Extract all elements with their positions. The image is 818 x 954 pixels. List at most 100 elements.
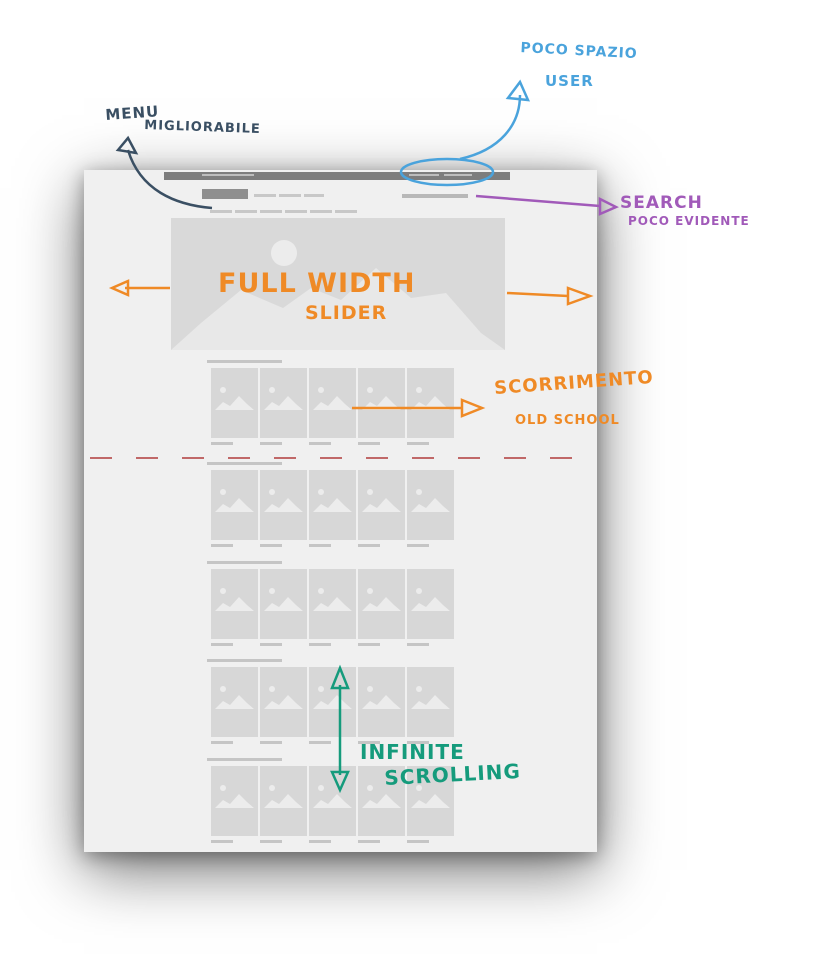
menu-item[interactable]	[260, 210, 282, 213]
thumbnail-caption	[260, 643, 282, 646]
infinite-note-line1: INFINITE	[360, 740, 465, 764]
thumbnail[interactable]	[211, 766, 258, 836]
arrow-head-icon	[108, 279, 130, 297]
image-placeholder-icon	[215, 588, 254, 611]
search-note-line2: POCO EVIDENTE	[628, 214, 750, 228]
arrow-head-icon	[566, 286, 594, 306]
thumbnail[interactable]	[211, 470, 258, 540]
arrow-head-icon	[598, 196, 619, 216]
image-placeholder-icon	[264, 387, 303, 410]
thumbnail-caption	[260, 544, 282, 547]
image-placeholder-icon	[362, 785, 401, 808]
thumbnail[interactable]	[309, 470, 356, 540]
thumbnail-caption	[260, 442, 282, 445]
logo[interactable]	[202, 189, 248, 199]
thumbnail[interactable]	[260, 470, 307, 540]
thumbnail[interactable]	[358, 470, 405, 540]
thumbnail[interactable]	[358, 569, 405, 639]
thumbnail-caption	[211, 442, 233, 445]
thumbnail-caption	[309, 442, 331, 445]
menu-item[interactable]	[335, 210, 357, 213]
header-link[interactable]	[304, 194, 324, 197]
image-placeholder-icon	[411, 489, 450, 512]
thumbnail-caption	[260, 840, 282, 843]
thumbnail-caption	[358, 643, 380, 646]
thumbnail-caption	[211, 840, 233, 843]
image-placeholder-icon	[215, 686, 254, 709]
thumbnail[interactable]	[407, 667, 454, 737]
thumbnail-caption	[260, 741, 282, 744]
arrow-head-icon	[115, 135, 139, 155]
image-placeholder-icon	[313, 785, 352, 808]
slider-right-arrow	[506, 291, 569, 298]
thumbnail[interactable]	[358, 667, 405, 737]
slider-note-line1: FULL WIDTH	[218, 268, 416, 299]
image-placeholder-icon	[362, 686, 401, 709]
row-title	[207, 462, 282, 465]
thumbnail[interactable]	[358, 766, 405, 836]
thumbnail-caption	[211, 544, 233, 547]
top-bar	[164, 172, 510, 180]
thumbnail[interactable]	[358, 368, 405, 438]
thumbnail[interactable]	[260, 766, 307, 836]
thumbnail-caption	[211, 643, 233, 646]
thumbnail-caption	[309, 643, 331, 646]
menu-item[interactable]	[310, 210, 332, 213]
thumbnail[interactable]	[260, 368, 307, 438]
image-placeholder-icon	[411, 785, 450, 808]
image-placeholder-icon	[264, 489, 303, 512]
thumbnail[interactable]	[260, 569, 307, 639]
slider-note-line2: SLIDER	[305, 302, 388, 324]
row-title	[207, 758, 282, 761]
image-placeholder-icon	[171, 240, 505, 350]
scroll-note-line2: OLD SCHOOL	[515, 413, 620, 428]
thumbnail[interactable]	[407, 368, 454, 438]
arrow-head-icon	[505, 79, 531, 102]
thumbnail[interactable]	[407, 766, 454, 836]
menu-item[interactable]	[235, 210, 257, 213]
image-placeholder-icon	[264, 686, 303, 709]
user-link[interactable]	[409, 174, 439, 176]
thumbnail-caption	[309, 840, 331, 843]
thumbnail-caption	[309, 741, 331, 744]
header-link[interactable]	[254, 194, 276, 197]
thumbnail[interactable]	[309, 667, 356, 737]
menu-item[interactable]	[285, 210, 307, 213]
wireframe-page	[84, 170, 597, 852]
thumbnail[interactable]	[309, 368, 356, 438]
thumbnail-caption	[407, 544, 429, 547]
thumbnail[interactable]	[407, 470, 454, 540]
image-placeholder-icon	[313, 489, 352, 512]
image-placeholder-icon	[215, 387, 254, 410]
thumbnail[interactable]	[309, 569, 356, 639]
header-link[interactable]	[279, 194, 301, 197]
search-bar[interactable]	[402, 194, 468, 198]
search-arrow	[475, 194, 601, 208]
image-placeholder-icon	[313, 588, 352, 611]
thumbnail[interactable]	[260, 667, 307, 737]
thumbnail[interactable]	[211, 569, 258, 639]
thumbnail-caption	[309, 544, 331, 547]
arrow-head-icon	[330, 770, 350, 794]
thumbnail[interactable]	[407, 569, 454, 639]
hero-slider[interactable]	[171, 218, 505, 350]
image-placeholder-icon	[362, 489, 401, 512]
thumbnail[interactable]	[211, 368, 258, 438]
image-placeholder-icon	[411, 588, 450, 611]
menu-item[interactable]	[210, 210, 232, 213]
top-bar-link[interactable]	[202, 174, 254, 176]
thumbnail[interactable]	[211, 667, 258, 737]
menu-arrow	[126, 149, 213, 210]
thumbnail[interactable]	[309, 766, 356, 836]
image-placeholder-icon	[313, 686, 352, 709]
thumbnail-caption	[358, 442, 380, 445]
user-link[interactable]	[444, 174, 472, 176]
image-placeholder-icon	[313, 387, 352, 410]
thumbnail-caption	[407, 643, 429, 646]
user-highlight-ellipse	[399, 157, 495, 187]
thumbnail-caption	[358, 840, 380, 843]
image-placeholder-icon	[215, 489, 254, 512]
thumbnail-caption	[211, 741, 233, 744]
arrow-head-icon	[460, 398, 486, 418]
